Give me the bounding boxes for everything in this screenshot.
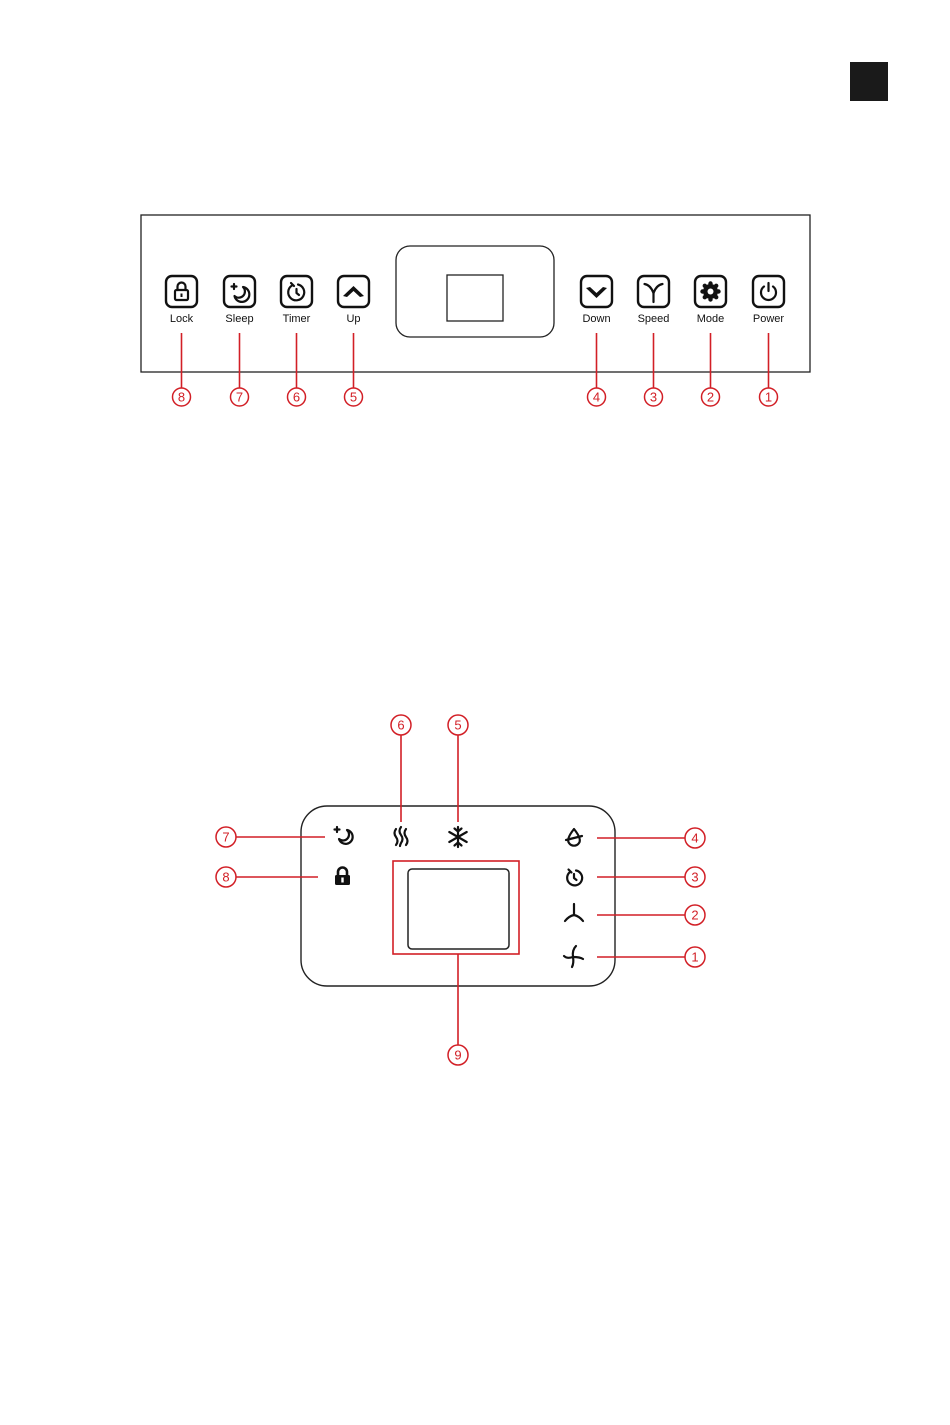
callout-display-4: 4 (597, 828, 705, 848)
button-label: Down (582, 313, 610, 325)
svg-text:5: 5 (454, 718, 461, 733)
callout-5: 5 (345, 333, 363, 406)
fan-high-icon (565, 904, 583, 921)
svg-text:3: 3 (691, 870, 698, 885)
timer-button[interactable]: Timer (281, 276, 312, 325)
display-screen (408, 869, 509, 949)
callout-3: 3 (645, 333, 663, 406)
display-panel: 7 8 6 5 4 3 2 (216, 715, 705, 1065)
timer-indicator-icon (567, 870, 582, 886)
svg-text:1: 1 (765, 390, 772, 405)
callout-2: 2 (702, 333, 720, 406)
svg-text:3: 3 (650, 390, 657, 405)
svg-text:5: 5 (350, 390, 357, 405)
svg-text:9: 9 (454, 1048, 461, 1063)
up-button[interactable]: Up (338, 276, 369, 325)
callout-display-2: 2 (597, 905, 705, 925)
lock-indicator-icon (335, 868, 350, 885)
callout-8: 8 (173, 333, 191, 406)
button-label: Lock (170, 313, 194, 325)
svg-text:8: 8 (178, 390, 185, 405)
sleep-indicator-icon (335, 827, 353, 844)
callout-6: 6 (288, 333, 306, 406)
svg-text:8: 8 (222, 870, 229, 885)
callout-4: 4 (588, 333, 606, 406)
callout-display-3: 3 (597, 867, 705, 887)
svg-text:4: 4 (593, 390, 600, 405)
callout-display-7: 7 (216, 827, 325, 847)
button-label: Speed (638, 313, 670, 325)
page-tab-marker (850, 62, 888, 101)
svg-text:2: 2 (691, 908, 698, 923)
button-label: Sleep (225, 313, 253, 325)
button-label: Power (753, 313, 785, 325)
mode-icon (700, 281, 720, 301)
callout-7: 7 (231, 333, 249, 406)
fan-low-icon (564, 946, 583, 967)
callout-display-1: 1 (597, 947, 705, 967)
display-window (396, 246, 554, 337)
button-label: Timer (283, 313, 311, 325)
callout-display-9: 9 (448, 954, 468, 1065)
down-button[interactable]: Down (581, 276, 612, 325)
lock-button[interactable]: Lock (166, 276, 197, 325)
svg-text:7: 7 (236, 390, 243, 405)
callout-display-8: 8 (216, 867, 318, 887)
snowflake-icon (449, 827, 466, 847)
control-panel: Lock Sleep Timer Up (141, 215, 810, 406)
callout-1: 1 (760, 333, 778, 406)
water-drop-icon (566, 829, 582, 846)
sleep-button[interactable]: Sleep (224, 276, 255, 325)
power-button[interactable]: Power (753, 276, 785, 325)
svg-text:2: 2 (707, 390, 714, 405)
svg-text:1: 1 (691, 950, 698, 965)
svg-text:6: 6 (293, 390, 300, 405)
mode-button[interactable]: Mode (695, 276, 726, 325)
button-label: Up (346, 313, 360, 325)
screen-highlight-box (393, 861, 519, 954)
svg-text:4: 4 (691, 831, 698, 846)
heat-waves-icon (395, 827, 408, 846)
button-label: Mode (697, 313, 725, 325)
svg-text:7: 7 (222, 830, 229, 845)
svg-text:6: 6 (397, 718, 404, 733)
speed-button[interactable]: Speed (638, 276, 670, 325)
display-window-screen (447, 275, 503, 321)
